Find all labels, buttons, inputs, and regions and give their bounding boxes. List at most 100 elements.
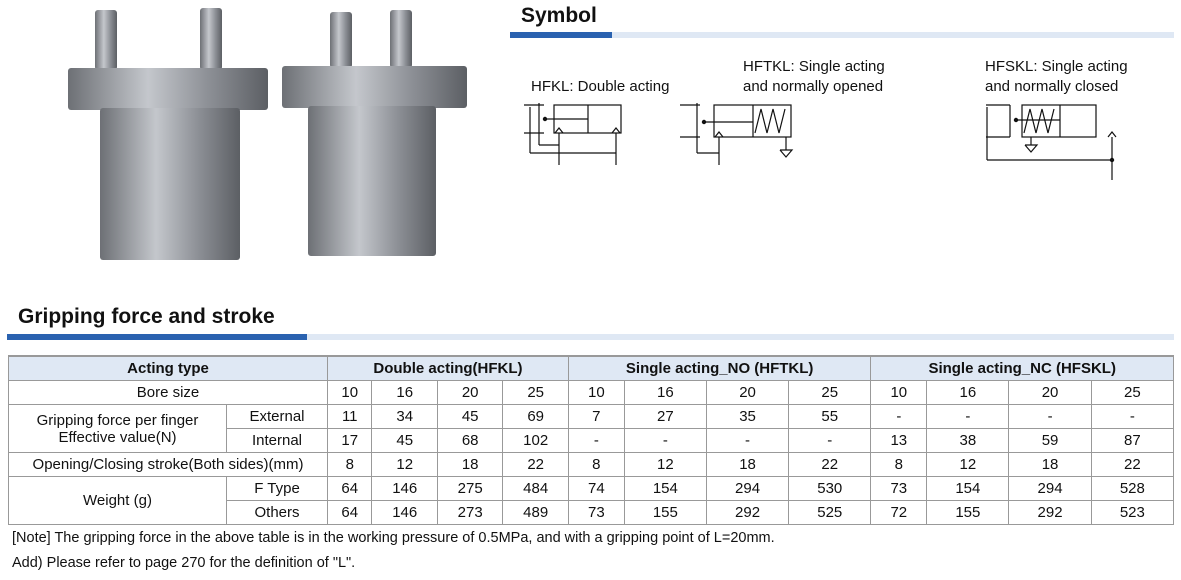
- hftkl-symbol-icon: [680, 103, 794, 165]
- table-cell: 20: [436, 380, 504, 405]
- table-cell: 528: [1090, 476, 1175, 501]
- table-cell: 154: [623, 476, 707, 501]
- grip-title-bar: [7, 334, 1174, 340]
- table-cell: 17: [326, 428, 373, 453]
- table-cell: -: [705, 428, 790, 453]
- table-cell: 12: [623, 452, 707, 477]
- table-cell: 68: [436, 428, 504, 453]
- header-acting-type: Acting type: [8, 355, 328, 381]
- table-header-row: Acting type Double acting(HFKL) Single a…: [8, 355, 1174, 381]
- table-cell: 16: [623, 380, 707, 405]
- hfskl-symbol-icon: [986, 104, 1117, 180]
- table-cell: 154: [926, 476, 1010, 501]
- sub-label: External: [226, 404, 328, 429]
- table-cell: 87: [1090, 428, 1175, 453]
- header-single-no: Single acting_NO (HFTKL): [567, 355, 872, 381]
- table-cell: 64: [326, 476, 373, 501]
- table-cell: 16: [371, 380, 438, 405]
- table-cell: 22: [502, 452, 569, 477]
- pneumatic-symbols: [524, 103, 1117, 180]
- table-cell: 273: [436, 500, 504, 525]
- header-double-acting: Double acting(HFKL): [327, 355, 569, 381]
- table-cell: 8: [870, 452, 928, 477]
- table-cell: 34: [371, 404, 438, 429]
- add-note-text: Add) Please refer to page 270 for the de…: [12, 555, 356, 571]
- table-cell: 69: [502, 404, 569, 429]
- table-cell: 146: [371, 476, 438, 501]
- table-cell: 12: [926, 452, 1010, 477]
- table-cell: 55: [788, 404, 872, 429]
- table-cell: 25: [502, 380, 569, 405]
- table-cell: 74: [567, 476, 625, 501]
- table-cell: 8: [326, 452, 373, 477]
- row-label: Opening/Closing stroke(Both sides)(mm): [8, 452, 328, 477]
- table-cell: 155: [623, 500, 707, 525]
- table-cell: 102: [502, 428, 569, 453]
- table-cell: -: [926, 404, 1010, 429]
- grip-title: Gripping force and stroke: [18, 305, 275, 328]
- table-cell: 292: [705, 500, 790, 525]
- table-cell: 10: [567, 380, 625, 405]
- table-cell: 484: [502, 476, 569, 501]
- symbol-title: Symbol: [521, 4, 597, 27]
- table-cell: 45: [436, 404, 504, 429]
- header-single-nc: Single acting_NC (HFSKL): [870, 355, 1174, 381]
- table-cell: 27: [623, 404, 707, 429]
- note-text: [Note] The gripping force in the above t…: [12, 530, 775, 546]
- table-cell: 73: [567, 500, 625, 525]
- row-label: Weight (g): [8, 476, 227, 525]
- table-cell: 294: [1008, 476, 1092, 501]
- table-cell: 25: [788, 380, 872, 405]
- table-cell: 45: [371, 428, 438, 453]
- table-cell: -: [1090, 404, 1175, 429]
- symbol-label-hfkl: HFKL: Double acting: [531, 78, 670, 95]
- table-cell: 16: [926, 380, 1010, 405]
- sub-label: F Type: [226, 476, 328, 501]
- table-cell: 292: [1008, 500, 1092, 525]
- table-cell: 20: [705, 380, 790, 405]
- table-cell: 59: [1008, 428, 1092, 453]
- table-cell: 523: [1090, 500, 1175, 525]
- table-cell: 72: [870, 500, 928, 525]
- table-cell: -: [1008, 404, 1092, 429]
- table-cell: 11: [326, 404, 373, 429]
- symbol-title-bar: [510, 32, 1174, 38]
- table-cell: 12: [371, 452, 438, 477]
- table-cell: 275: [436, 476, 504, 501]
- hfkl-symbol-icon: [524, 103, 622, 165]
- table-cell: -: [623, 428, 707, 453]
- table-cell: 10: [326, 380, 373, 405]
- table-cell: 35: [705, 404, 790, 429]
- table-cell: 489: [502, 500, 569, 525]
- table-cell: 18: [705, 452, 790, 477]
- table-cell: 10: [870, 380, 928, 405]
- table-cell: 22: [788, 452, 872, 477]
- sub-label: Internal: [226, 428, 328, 453]
- table-cell: 25: [1090, 380, 1175, 405]
- table-cell: 525: [788, 500, 872, 525]
- table-cell: 20: [1008, 380, 1092, 405]
- row-label: Bore size: [8, 380, 328, 405]
- table-cell: 18: [1008, 452, 1092, 477]
- table-cell: 155: [926, 500, 1010, 525]
- table-cell: 294: [705, 476, 790, 501]
- table-cell: 530: [788, 476, 872, 501]
- table-cell: 64: [326, 500, 373, 525]
- table-cell: 146: [371, 500, 438, 525]
- table-cell: 8: [567, 452, 625, 477]
- gripping-force-table: Acting type Double acting(HFKL) Single a…: [8, 355, 1175, 525]
- table-cell: 13: [870, 428, 928, 453]
- table-cell: -: [788, 428, 872, 453]
- table-cell: 7: [567, 404, 625, 429]
- table-cell: 38: [926, 428, 1010, 453]
- table-cell: 22: [1090, 452, 1175, 477]
- table-cell: -: [567, 428, 625, 453]
